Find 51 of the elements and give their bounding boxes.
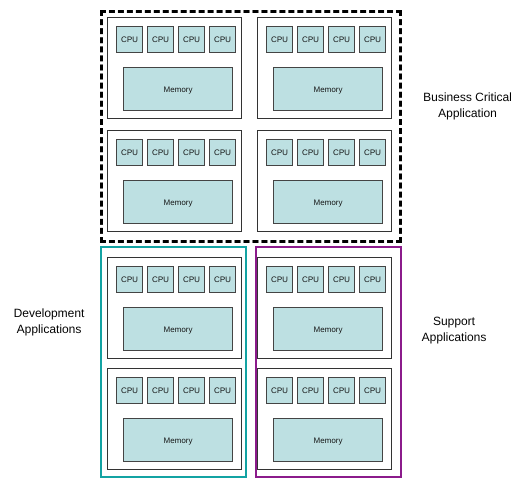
server-box — [257, 17, 392, 119]
cpu-box: CPU — [359, 377, 386, 404]
memory-box: Memory — [273, 307, 383, 351]
server-box — [257, 368, 392, 470]
cpu-box: CPU — [178, 377, 205, 404]
cpu-box: CPU — [266, 377, 293, 404]
cpu-box: CPU — [359, 139, 386, 166]
cpu-box: CPU — [209, 26, 236, 53]
cpu-box: CPU — [266, 266, 293, 293]
server-box — [107, 368, 242, 470]
cpu-box: CPU — [266, 139, 293, 166]
cpu-box: CPU — [297, 266, 324, 293]
cpu-box: CPU — [116, 377, 143, 404]
cpu-box: CPU — [266, 26, 293, 53]
memory-box: Memory — [123, 67, 233, 111]
cpu-box: CPU — [147, 139, 174, 166]
server-box — [257, 257, 392, 359]
cpu-box: CPU — [328, 139, 355, 166]
memory-box: Memory — [123, 307, 233, 351]
cpu-box: CPU — [297, 139, 324, 166]
cpu-box: CPU — [297, 377, 324, 404]
server-box — [257, 130, 392, 232]
cpu-box: CPU — [209, 139, 236, 166]
cpu-box: CPU — [209, 377, 236, 404]
cpu-box: CPU — [116, 139, 143, 166]
cpu-box: CPU — [147, 266, 174, 293]
cpu-box: CPU — [359, 26, 386, 53]
server-box — [107, 17, 242, 119]
cpu-box: CPU — [209, 266, 236, 293]
memory-box: Memory — [273, 180, 383, 224]
cpu-box: CPU — [359, 266, 386, 293]
cpu-box: CPU — [328, 26, 355, 53]
cpu-box: CPU — [178, 139, 205, 166]
cpu-box: CPU — [328, 377, 355, 404]
cpu-box: CPU — [147, 26, 174, 53]
cpu-box: CPU — [147, 377, 174, 404]
group-label: Support Applications — [420, 313, 488, 346]
group-label: Development Applications — [12, 305, 86, 338]
memory-box: Memory — [123, 180, 233, 224]
server-box — [107, 257, 242, 359]
memory-box: Memory — [273, 67, 383, 111]
cpu-box: CPU — [297, 26, 324, 53]
cpu-box: CPU — [116, 266, 143, 293]
memory-box: Memory — [273, 418, 383, 462]
group-label: Business Critical Application — [422, 89, 513, 122]
cpu-box: CPU — [178, 26, 205, 53]
cpu-box: CPU — [116, 26, 143, 53]
memory-box: Memory — [123, 418, 233, 462]
cpu-box: CPU — [328, 266, 355, 293]
cpu-box: CPU — [178, 266, 205, 293]
server-box — [107, 130, 242, 232]
